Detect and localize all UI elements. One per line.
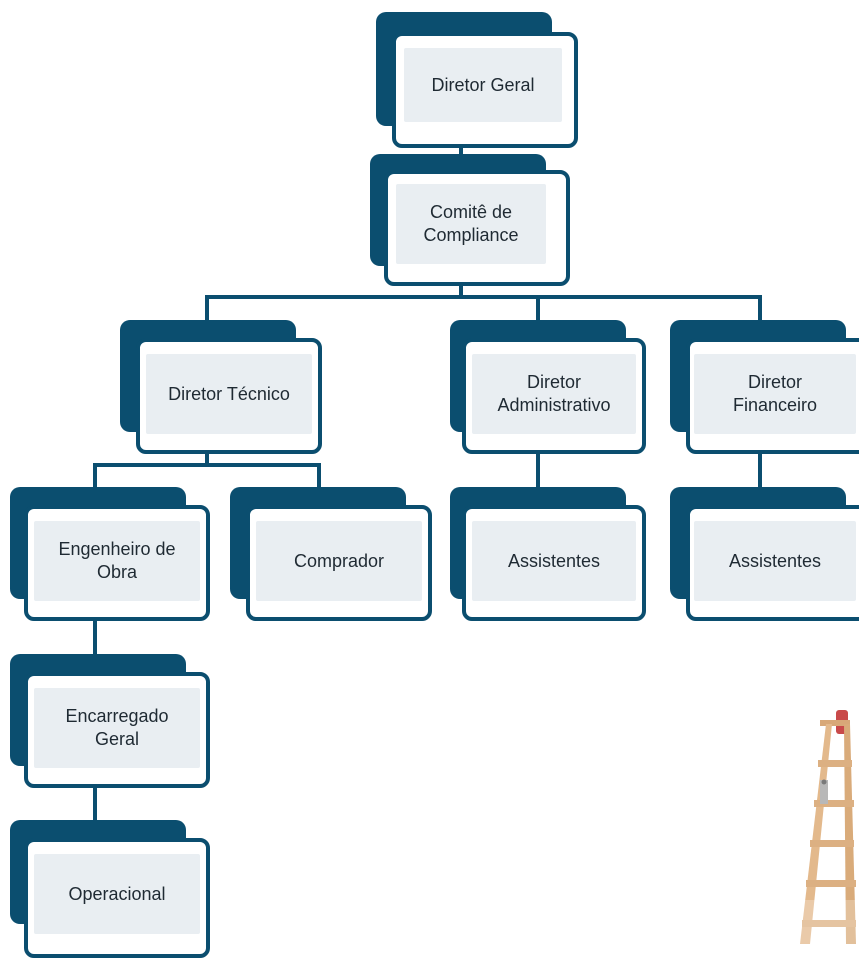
connector-top-bus bbox=[205, 295, 762, 299]
connector-comite-bus bbox=[459, 282, 463, 297]
node-label-box: Diretor Técnico bbox=[146, 354, 312, 434]
ladder-illustration bbox=[790, 710, 859, 944]
connector-bus-administrativo bbox=[536, 295, 540, 320]
connector-bus-engenheiro bbox=[93, 463, 97, 487]
node-label-box: Operacional bbox=[34, 854, 200, 934]
connector-bus-financeiro bbox=[758, 295, 762, 320]
node-label-box: Diretor Financeiro bbox=[694, 354, 856, 434]
node-label: Encarregado Geral bbox=[65, 706, 169, 749]
node-encarregado-geral: Encarregado Geral bbox=[10, 654, 210, 788]
node-engenheiro-obra: Engenheiro de Obra bbox=[10, 487, 210, 621]
node-assistentes-financeiro: Assistentes bbox=[670, 487, 859, 621]
node-label: Diretor Técnico bbox=[168, 383, 290, 404]
node-label: Assistentes bbox=[728, 550, 822, 571]
node-label-box: Assistentes bbox=[694, 521, 856, 601]
connector-financeiro-assistentes bbox=[758, 450, 762, 488]
connector-tecnico-bus bbox=[205, 450, 209, 465]
connector-bus-comprador bbox=[317, 463, 321, 487]
node-label: Diretor Geral bbox=[431, 74, 535, 95]
connector-bus-tecnico bbox=[205, 295, 209, 320]
node-label-box: Engenheiro de Obra bbox=[34, 521, 200, 601]
node-diretor-administrativo: Diretor Administrativo bbox=[450, 320, 646, 454]
node-label-box: Comprador bbox=[256, 521, 422, 601]
connector-engenheiro-encarregado bbox=[93, 618, 97, 654]
node-operacional: Operacional bbox=[10, 820, 210, 958]
node-label: Comprador bbox=[293, 550, 385, 571]
connector-tecnico-sub-bus bbox=[93, 463, 321, 467]
node-label-box: Comitê de Compliance bbox=[396, 184, 546, 264]
node-diretor-tecnico: Diretor Técnico bbox=[120, 320, 322, 454]
node-label-box: Diretor Geral bbox=[404, 48, 562, 122]
node-assistentes-administrativo: Assistentes bbox=[450, 487, 646, 621]
connector-administrativo-assistentes bbox=[536, 450, 540, 488]
node-label-box: Assistentes bbox=[472, 521, 636, 601]
node-label: Operacional bbox=[68, 883, 166, 904]
node-diretor-financeiro: Diretor Financeiro bbox=[670, 320, 859, 454]
node-label: Diretor Administrativo bbox=[497, 372, 611, 415]
node-label: Diretor Financeiro bbox=[732, 372, 818, 415]
node-comprador: Comprador bbox=[230, 487, 432, 621]
node-diretor-geral: Diretor Geral bbox=[376, 12, 578, 148]
node-label: Assistentes bbox=[507, 550, 601, 571]
node-label-box: Diretor Administrativo bbox=[472, 354, 636, 434]
connector-encarregado-operacional bbox=[93, 784, 97, 820]
node-label: Engenheiro de Obra bbox=[58, 539, 176, 582]
node-label: Comitê de Compliance bbox=[423, 202, 519, 245]
node-comite-compliance: Comitê de Compliance bbox=[370, 154, 570, 286]
node-label-box: Encarregado Geral bbox=[34, 688, 200, 768]
